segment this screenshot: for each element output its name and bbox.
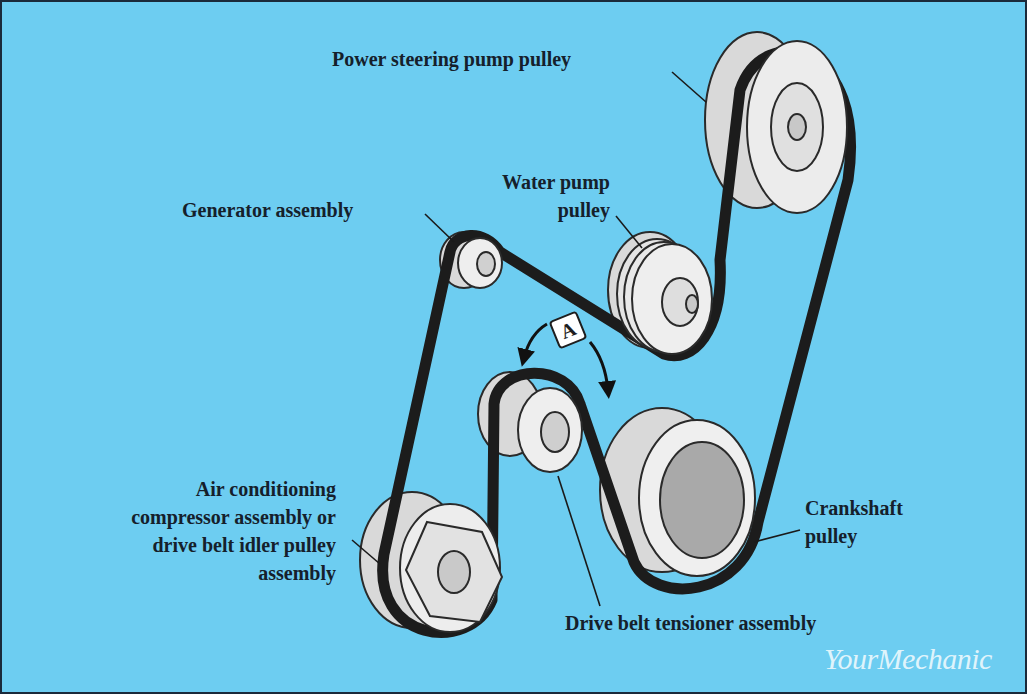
part-label: Crankshaft pulley [805, 494, 945, 550]
callout-box: A [548, 310, 587, 349]
leader-lines [352, 72, 800, 606]
leader-line [425, 214, 454, 242]
part-label: Water pump pulley [450, 168, 610, 224]
power-steering-face [747, 41, 847, 213]
water-pump-hub [662, 278, 698, 326]
ac-hub [438, 551, 470, 593]
watermark: YourMechanic [824, 642, 992, 676]
part-label: Air conditioning compressor assembly or … [121, 475, 336, 587]
direction-arrow [524, 324, 547, 358]
power-steering-hub [771, 83, 823, 171]
crankshaft-hub [660, 442, 744, 558]
tensioner-hub [541, 412, 569, 452]
direction-arrow [590, 342, 608, 390]
leader-line [352, 540, 380, 564]
leader-line [754, 530, 800, 542]
ac-clutch-plate [406, 522, 502, 622]
generator-face [458, 238, 502, 288]
generator-hub [477, 252, 495, 276]
leader-line [672, 72, 706, 102]
crankshaft-face [639, 420, 755, 576]
pulley-faces [400, 41, 847, 632]
part-label: Drive belt tensioner assembly [565, 609, 816, 637]
part-label: Power steering pump pulley [332, 45, 571, 73]
drive-belt [383, 52, 851, 633]
tensioner-face [518, 388, 582, 472]
callout-letter: A [557, 317, 579, 343]
part-label: Generator assembly [182, 196, 353, 224]
power-steering-shaft [788, 114, 806, 140]
water-pump-shaft [686, 295, 698, 313]
leader-line [616, 216, 642, 248]
leader-line [558, 476, 600, 606]
water-pump-face [632, 244, 712, 354]
